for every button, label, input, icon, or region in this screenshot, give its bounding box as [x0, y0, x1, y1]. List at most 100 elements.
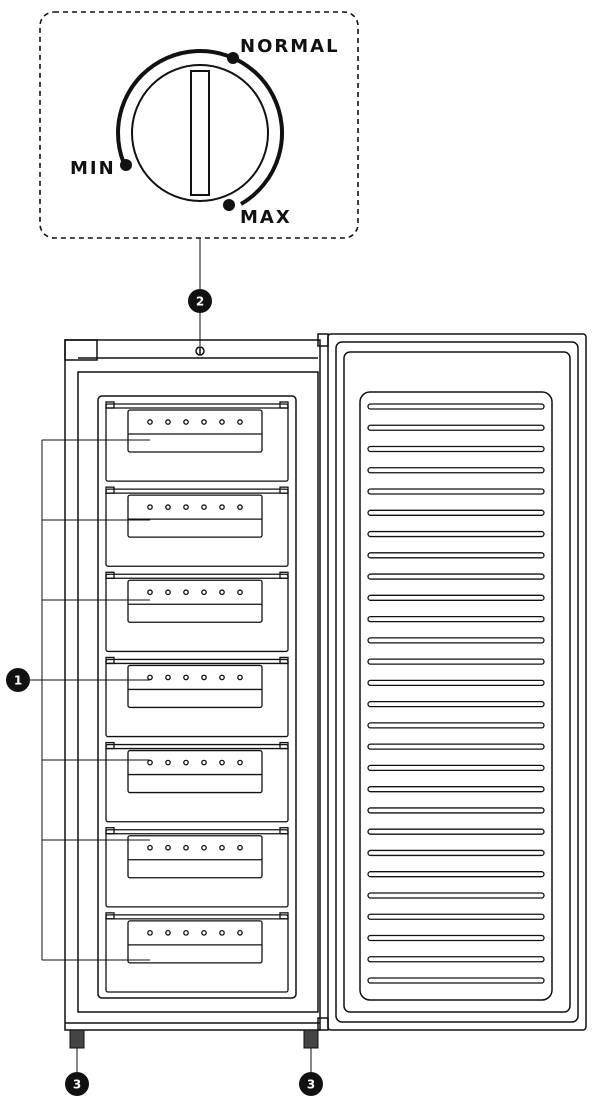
- bracket-ticks: [42, 439, 150, 961]
- door-rib: [367, 530, 545, 538]
- door-rib: [367, 637, 545, 644]
- normal-label: NORMAL: [240, 36, 340, 57]
- callout-badge-2-circle: [188, 289, 212, 313]
- drawer-vent-hole: [165, 844, 171, 851]
- drawer-frame: [97, 395, 297, 999]
- cabinet-outer: [64, 339, 321, 1031]
- drawer-vent-hole: [237, 674, 243, 681]
- door-rib: [367, 700, 545, 708]
- drawer-vent-hole: [183, 589, 189, 596]
- drawer-body: [105, 829, 289, 908]
- drawer: [105, 571, 289, 653]
- door-panel: [343, 351, 571, 1013]
- drawer-vent-hole: [165, 759, 171, 766]
- drawer-clip-right: [279, 486, 289, 494]
- drawer-vent-hole: [219, 589, 225, 596]
- drawer-vent-hole: [183, 844, 189, 851]
- door-rib: [367, 934, 545, 942]
- door-rib: [367, 615, 545, 623]
- drawer-vent-hole: [219, 504, 225, 510]
- callout-badge-3-left-circle: [65, 1072, 89, 1096]
- door-rib: [367, 467, 545, 474]
- drawer-body: [105, 743, 289, 823]
- inset-dashed-box: [39, 11, 359, 239]
- callout-badge-3-right-circle: [299, 1072, 323, 1096]
- drawer-clip-left: [105, 571, 115, 579]
- drawer-front-panel: [127, 579, 263, 623]
- drawer-clip-left: [105, 486, 115, 494]
- drawer-front-panel: [127, 749, 263, 794]
- callout-badge-3-right-number: 3: [307, 1078, 315, 1092]
- drawer-vent-hole: [165, 504, 171, 510]
- drawer-vent-hole: [201, 504, 207, 510]
- min-label: MIN: [70, 158, 116, 179]
- door-rib: [367, 594, 545, 601]
- drawer-vent-hole: [165, 589, 171, 596]
- door-rib: [367, 977, 545, 984]
- callout-badge-3-left: 3: [65, 1072, 89, 1096]
- drawer-vent-hole: [237, 759, 243, 766]
- drawer: [105, 486, 289, 567]
- drawer-vent-hole: [183, 759, 189, 766]
- drawer-vent-hole: [219, 419, 225, 425]
- drawer-body: [105, 488, 289, 567]
- drawer-vent-hole: [201, 419, 207, 425]
- door-rib: [367, 445, 545, 453]
- drawer-vent-hole: [201, 930, 207, 936]
- callout-badge-1-number: 1: [14, 674, 22, 688]
- door-hinge-bottom: [317, 1017, 329, 1031]
- drawer-vent-hole: [165, 930, 171, 936]
- max-marker-dot: [223, 199, 235, 211]
- min-marker-dot: [120, 159, 132, 171]
- drawer-clip-left: [105, 912, 115, 920]
- drawer-clip-right: [279, 656, 289, 665]
- drawer-vent-hole: [147, 589, 153, 596]
- cabinet-inner: [77, 371, 319, 1013]
- drawer-vent-hole: [237, 419, 243, 425]
- drawer-vent-hole: [237, 930, 243, 936]
- drawer-clip-left: [105, 741, 115, 750]
- drawer-body: [105, 403, 289, 482]
- normal-marker-dot: [227, 52, 239, 64]
- door-rib: [367, 722, 545, 729]
- drawer-vent-hole: [147, 674, 153, 681]
- door-rib: [367, 871, 545, 878]
- drawer-vent-hole: [183, 419, 189, 425]
- drawer-vent-hole: [219, 674, 225, 681]
- drawer-vent-hole: [201, 844, 207, 851]
- drawer-vent-hole: [219, 759, 225, 766]
- drawer-clip-right: [279, 912, 289, 920]
- door-hinge-top: [317, 333, 329, 347]
- door-rib: [367, 764, 545, 772]
- door-rib: [367, 786, 545, 793]
- drawer-vent-hole: [201, 589, 207, 596]
- top-hinge: [64, 339, 98, 361]
- drawer-clip-left: [105, 827, 115, 835]
- drawer: [105, 401, 289, 482]
- drawer-vent-hole: [147, 504, 153, 510]
- door-rib: [367, 573, 545, 580]
- drawer-front-panel: [127, 664, 263, 709]
- drawer-vent-hole: [183, 674, 189, 681]
- door-rib: [367, 552, 545, 559]
- door-rib: [367, 743, 545, 750]
- drawer-stack: [105, 401, 289, 993]
- door-rib: [367, 913, 545, 920]
- callout-badge-1-circle: [6, 668, 30, 692]
- door-liner-ribs: [367, 403, 545, 984]
- drawer-body: [105, 573, 289, 653]
- drawer-vent-hole: [147, 930, 153, 936]
- drawer-body: [105, 658, 289, 738]
- drawer-front-panel: [127, 835, 263, 879]
- drawer-clip-left: [105, 401, 115, 409]
- drawer: [105, 656, 289, 738]
- callout-badge-2: 2: [188, 289, 212, 313]
- drawer-vent-hole: [147, 419, 153, 425]
- drawer-front-panel: [127, 920, 263, 964]
- drawer-vent-hole: [219, 930, 225, 936]
- door-rib: [367, 828, 545, 835]
- door-inner: [335, 341, 579, 1023]
- drawer-vent-hole: [201, 674, 207, 681]
- drawer-vent-hole: [237, 504, 243, 510]
